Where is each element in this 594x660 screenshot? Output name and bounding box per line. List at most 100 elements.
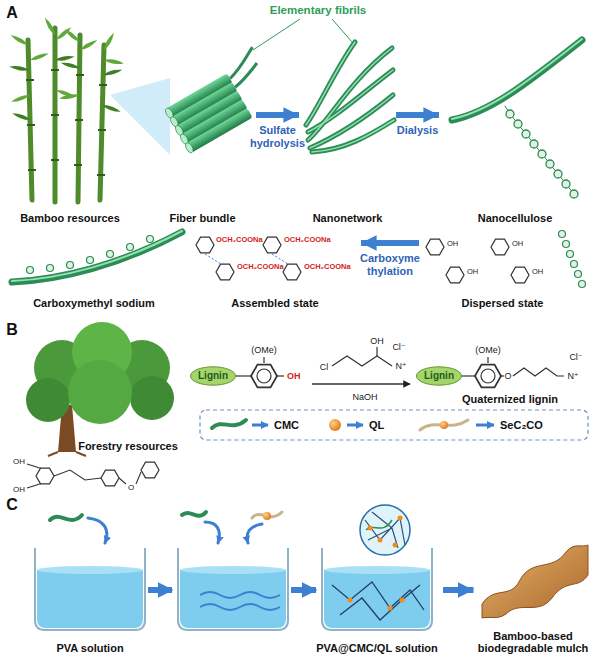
chemical-label: (OMe) (475, 345, 501, 355)
stage-caption: Carboxymethyl sodium (5, 297, 183, 310)
bamboo-illustration (51, 159, 59, 161)
reaction-scheme (462, 375, 475, 376)
chemical-label: O (504, 371, 511, 381)
bamboo-illustration (29, 51, 49, 62)
nanocellulose-illustration (506, 110, 514, 118)
lignin-structure (27, 464, 41, 468)
stage-panel: Dispersed state (420, 225, 585, 310)
stage-panel: Bamboo resources (5, 25, 135, 225)
panel-letter: B (6, 321, 18, 339)
nanonetwork-illustration (306, 42, 355, 125)
bamboo-illustration (10, 33, 29, 46)
bamboo-illustration (99, 84, 107, 86)
beaker (332, 582, 424, 620)
chemical-label: OCH₂COONa (284, 236, 331, 245)
bead-chain (567, 251, 574, 258)
bamboo-illustration (10, 17, 124, 104)
oval-outline (190, 367, 235, 385)
network-inset (393, 543, 398, 548)
nanocellulose-illustration (452, 40, 582, 120)
bamboo-illustration (102, 32, 115, 51)
nanocellulose-illustration (562, 180, 570, 188)
cmc-strand (67, 262, 74, 269)
process-arrow (148, 587, 316, 593)
bamboo-illustration (76, 74, 84, 76)
legend-entry: SeC₂CO (500, 419, 543, 432)
legend-text: SeC₂CO (500, 419, 543, 432)
chemical-label: OH (13, 457, 25, 466)
oval-label: Lignin (424, 370, 454, 382)
beaker (35, 548, 145, 630)
network-inset (366, 520, 392, 530)
legend-frame (200, 410, 588, 440)
chemical-label: OH (13, 485, 25, 494)
nanocellulose-illustration (514, 120, 522, 128)
beaker (200, 604, 280, 610)
legend-sample (420, 420, 468, 430)
legend-entry: CMC (274, 419, 299, 432)
network-inset (378, 538, 383, 543)
bamboo-illustration (100, 45, 104, 200)
tree-illustration (130, 376, 174, 420)
legend-sample (212, 419, 494, 431)
reaction-scheme (501, 375, 504, 376)
reaction-scheme (481, 369, 495, 383)
legend-sample (212, 420, 246, 428)
stage-caption: PVA solution (25, 642, 155, 655)
oval-outline (416, 367, 461, 385)
lignin-structure (136, 472, 141, 484)
process-arrow (443, 587, 474, 593)
bamboo-illustration (60, 61, 80, 70)
glucose-rings (446, 267, 464, 283)
nanocellulose-illustration (546, 160, 554, 168)
bamboo-illustration (27, 124, 35, 126)
bamboo-illustration (102, 68, 122, 77)
stage-caption: Assembled state (190, 297, 360, 310)
network-inset (398, 516, 403, 521)
nanonetwork-illustration (310, 95, 393, 148)
fiber-bundle-illustration (164, 107, 195, 154)
beaker (37, 570, 143, 628)
glucose-rings (216, 264, 234, 280)
ingredient-icon (88, 518, 107, 543)
nanocellulose-illustration (570, 190, 578, 198)
fiber-bundle-illustration (187, 108, 253, 153)
network-inset (360, 505, 410, 555)
tree-illustration (26, 378, 70, 422)
process-arrow (256, 112, 299, 118)
bamboo-illustration (43, 17, 56, 36)
step-label: Dialysis (393, 124, 443, 137)
glucose-rings (283, 264, 301, 280)
stage-panel: Nanocellulose (440, 30, 590, 225)
nanonetwork-illustration (306, 42, 355, 125)
network-inset (360, 505, 410, 555)
glucose-rings (196, 237, 214, 253)
reaction-scheme (277, 375, 284, 376)
bamboo-illustration (59, 93, 79, 100)
cmc-strand (87, 257, 94, 264)
ingredient-icon (50, 512, 282, 543)
reaction-scheme (251, 365, 277, 388)
ingredient-icon (263, 512, 271, 520)
bamboo-illustration (12, 111, 32, 122)
bamboo-illustration (26, 70, 107, 175)
leader-line (253, 19, 300, 50)
beaker (348, 598, 353, 603)
chemical-label: OH (370, 336, 384, 346)
cmc-strand (12, 231, 182, 282)
ingredient-icon (205, 522, 219, 543)
leader-line (332, 19, 352, 42)
tree-illustration (48, 452, 86, 456)
cmc-strand (27, 236, 154, 274)
lignin-structure (101, 470, 119, 486)
chemical-label: Cl⁻ (392, 342, 405, 352)
step-label: Sulfate hydrolysis (249, 124, 307, 149)
tree-illustration (68, 360, 132, 424)
stage-caption: PVA@CMC/QL solution (312, 642, 442, 655)
chemical-label: Cl⁻ (569, 352, 582, 362)
lignin-oval: Lignin (416, 366, 462, 386)
nanocellulose-illustration (530, 140, 538, 148)
stage-caption: Bamboo resources (5, 212, 135, 225)
